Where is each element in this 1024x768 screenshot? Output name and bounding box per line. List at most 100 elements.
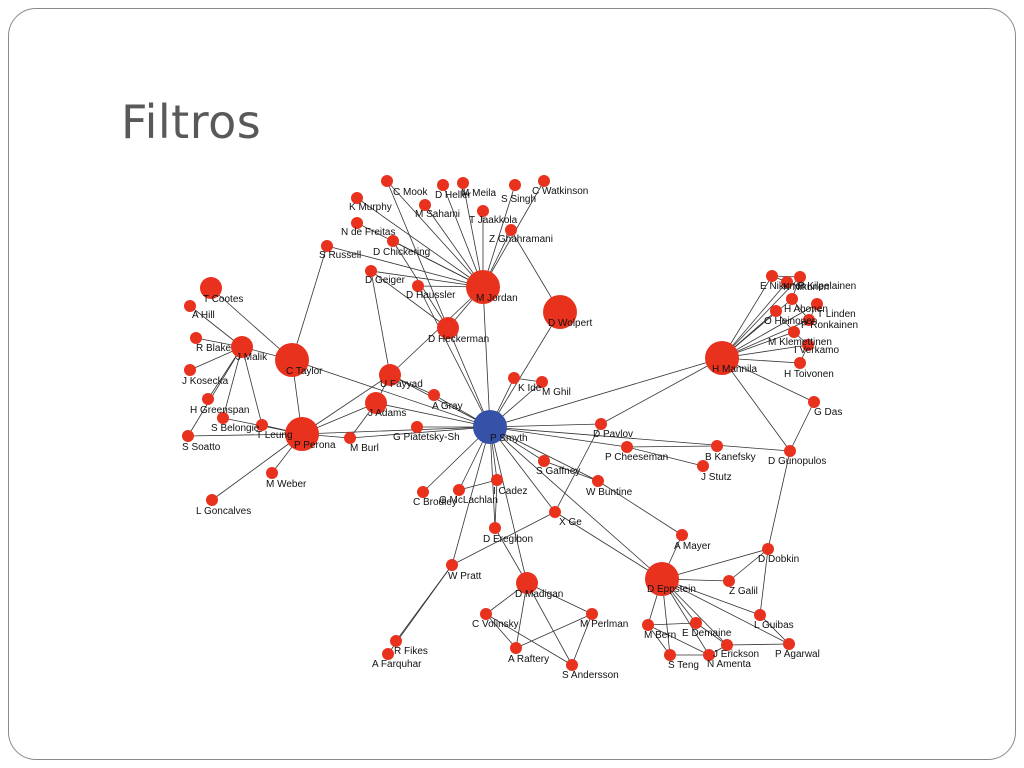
node-label-a-farquhar: A Farquhar — [372, 659, 422, 670]
node-label-d-epstein: D Eppstein — [647, 584, 696, 595]
node-label-p-perona: P Perona — [294, 440, 336, 451]
edge-p-smyth-x-ge — [489, 426, 556, 513]
node-c-mook — [381, 175, 393, 187]
node-label-h-toivonen: H Toivonen — [784, 369, 834, 380]
edge-l-guibas-p-agarwal — [759, 614, 790, 645]
node-j-malik — [231, 336, 253, 358]
node-label-o-heinonen: O Heinonen — [764, 316, 817, 327]
node-w-pratt — [446, 559, 458, 571]
edge-d-pavlov-h-mannila — [600, 357, 723, 425]
edge-p-smyth-h-mannila — [489, 357, 723, 428]
node-label-c-watkinson: C Watkinson — [532, 186, 588, 197]
node-a-gray — [428, 389, 440, 401]
node-m-klemettinen — [788, 326, 800, 338]
edge-m-jordan-c-mook — [386, 180, 484, 288]
node-label-k-murphy: K Murphy — [349, 202, 392, 213]
node-label-d-wolpert: D Wolpert — [548, 318, 592, 329]
node-label-p-smyth: P Smyth — [490, 433, 528, 444]
node-label-i-cadez: I Cadez — [493, 486, 527, 497]
node-c-watkinson — [538, 175, 550, 187]
edge-p-smyth-d-wolpert — [489, 311, 561, 428]
node-label-g-piatetsky-sh: G Piatetsky-Sh — [393, 432, 460, 443]
node-label-a-raftery: A Raftery — [508, 654, 549, 665]
node-c-taylor — [275, 343, 309, 377]
edge-c-volinsky-s-andersson — [485, 613, 573, 666]
edge-p-smyth-p-cheeseman — [489, 426, 628, 448]
edge-m-jordan-k-murphy — [356, 197, 484, 288]
edge-p-smyth-d-heckerman — [447, 327, 491, 428]
node-d-haussler — [412, 280, 424, 292]
node-label-e-demaine: E Demaine — [682, 628, 732, 639]
node-n-amenta — [703, 649, 715, 661]
node-label-p-kilpelainen: P Kilpelainen — [798, 281, 856, 292]
node-label-k-ide: K Ide — [518, 383, 542, 394]
node-s-gaffney — [538, 455, 550, 467]
node-label-i-verkamo: I Verkamo — [794, 345, 839, 356]
node-i-cadez — [491, 474, 503, 486]
node-r-fikes — [390, 635, 402, 647]
node-label-w-buntine: W Buntine — [586, 487, 633, 498]
node-label-l-guibas: L Guibas — [754, 620, 794, 631]
node-d-pavlov — [595, 418, 607, 430]
node-j-kosecka — [184, 364, 196, 376]
edge-p-smyth-j-adams — [375, 402, 491, 428]
node-label-h-ahonen: H Ahonen — [784, 304, 828, 315]
node-d-dobkin — [762, 543, 774, 555]
node-m-sahami — [419, 199, 431, 211]
node-a-hill — [184, 300, 196, 312]
edge-s-russell-c-taylor — [291, 245, 328, 361]
node-label-m-klemettinen: M Klemettinen — [768, 337, 832, 348]
node-d-madigan — [516, 572, 538, 594]
node-label-k-nikunen: K Nikunen — [783, 282, 829, 293]
edge-i-cadez-d-eregibon — [494, 479, 498, 529]
node-label-s-soatto: S Soatto — [182, 442, 221, 453]
edge-j-malik-a-hill — [189, 305, 243, 348]
node-p-ronkainen — [803, 314, 815, 326]
node-label-d-heller: D Heller — [435, 190, 472, 201]
node-p-smyth — [473, 410, 507, 444]
node-label-p-agarwal: P Agarwal — [775, 649, 820, 660]
node-z-galil — [723, 575, 735, 587]
edge-p-smyth-m-jordan — [482, 286, 491, 428]
edge-p-smyth-w-pratt — [451, 426, 491, 566]
edge-h-mannila-p-kilpelainen — [721, 276, 801, 359]
node-label-a-gray: A Gray — [432, 401, 463, 412]
node-label-t-linden: T Linden — [817, 309, 856, 320]
edge-d-epstein-p-agarwal — [661, 578, 790, 645]
node-label-m-burl: M Burl — [350, 443, 379, 454]
node-m-bern — [642, 619, 654, 631]
edge-g-das-d-gunopulos — [789, 401, 815, 452]
node-label-s-russell: S Russell — [319, 250, 361, 261]
node-d-heller — [437, 179, 449, 191]
node-a-farquhar — [382, 648, 394, 660]
node-h-ahonen — [786, 293, 798, 305]
node-label-z-ghahramani: Z Ghahramani — [489, 234, 553, 245]
node-j-stutz — [697, 460, 709, 472]
node-label-s-teng: S Teng — [668, 660, 699, 671]
edge-p-cheeseman-j-stutz — [626, 446, 704, 467]
node-label-s-singh: S Singh — [501, 194, 536, 205]
node-h-mannila — [705, 341, 739, 375]
edge-p-smyth-d-pavlov — [489, 423, 602, 428]
node-k-nikunen — [781, 276, 793, 288]
node-label-t-cootes: T Cootes — [203, 294, 243, 305]
node-t-leung — [256, 419, 268, 431]
node-g-das — [808, 396, 820, 408]
edge-d-pavlov-x-ge — [554, 423, 602, 513]
node-l-goncalves — [206, 494, 218, 506]
edge-c-taylor-t-cootes — [210, 287, 293, 361]
node-d-geiger — [365, 265, 377, 277]
node-k-ide — [508, 372, 520, 384]
edge-p-smyth-d-haussler — [417, 285, 491, 428]
node-label-d-haussler: D Haussler — [406, 290, 456, 301]
node-label-h-mannila: H Mannila — [712, 364, 757, 375]
node-label-t-jaakkola: T Jaakkola — [469, 215, 518, 226]
node-label-w-pratt: W Pratt — [448, 571, 482, 582]
edge-x-ge-w-pratt — [451, 511, 556, 566]
node-e-nikunen — [766, 270, 778, 282]
node-s-belongie — [217, 412, 229, 424]
node-label-z-galil: Z Galil — [729, 586, 758, 597]
edge-i-cadez-g-mclachlan — [458, 479, 498, 491]
node-r-blake — [190, 332, 202, 344]
